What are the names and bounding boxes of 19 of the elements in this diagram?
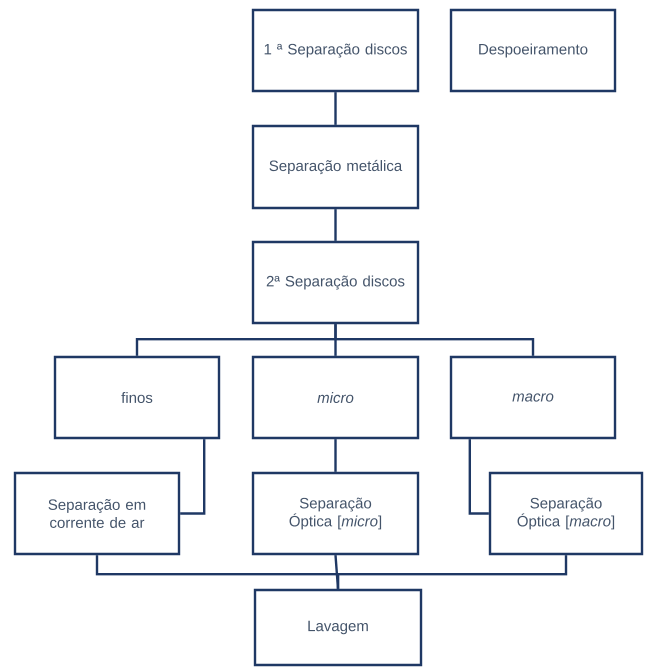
process-box: micro xyxy=(252,356,420,440)
process-box: macro xyxy=(450,356,616,440)
connector-line xyxy=(468,439,489,515)
connector-line xyxy=(334,92,337,125)
process-box: finos xyxy=(54,356,220,440)
process-box: Separação metálica xyxy=(252,124,420,210)
connector-line xyxy=(180,439,206,515)
connector-line xyxy=(334,324,534,356)
process-box: Separação Óptica [micro] xyxy=(252,472,420,556)
process-box: 1 ª Separação discos xyxy=(252,8,420,92)
connector-line xyxy=(334,439,337,472)
connector-line xyxy=(334,209,337,241)
process-box: 2ª Separação discos xyxy=(252,240,420,324)
process-box: Despoeiramento xyxy=(450,8,616,92)
connector-line xyxy=(336,555,568,589)
process-box: Separação Óptica [macro] xyxy=(488,472,644,556)
process-box: Lavagem xyxy=(254,588,422,666)
process-box: Separação em corrente de ar xyxy=(14,472,180,556)
connector-line xyxy=(334,555,340,589)
